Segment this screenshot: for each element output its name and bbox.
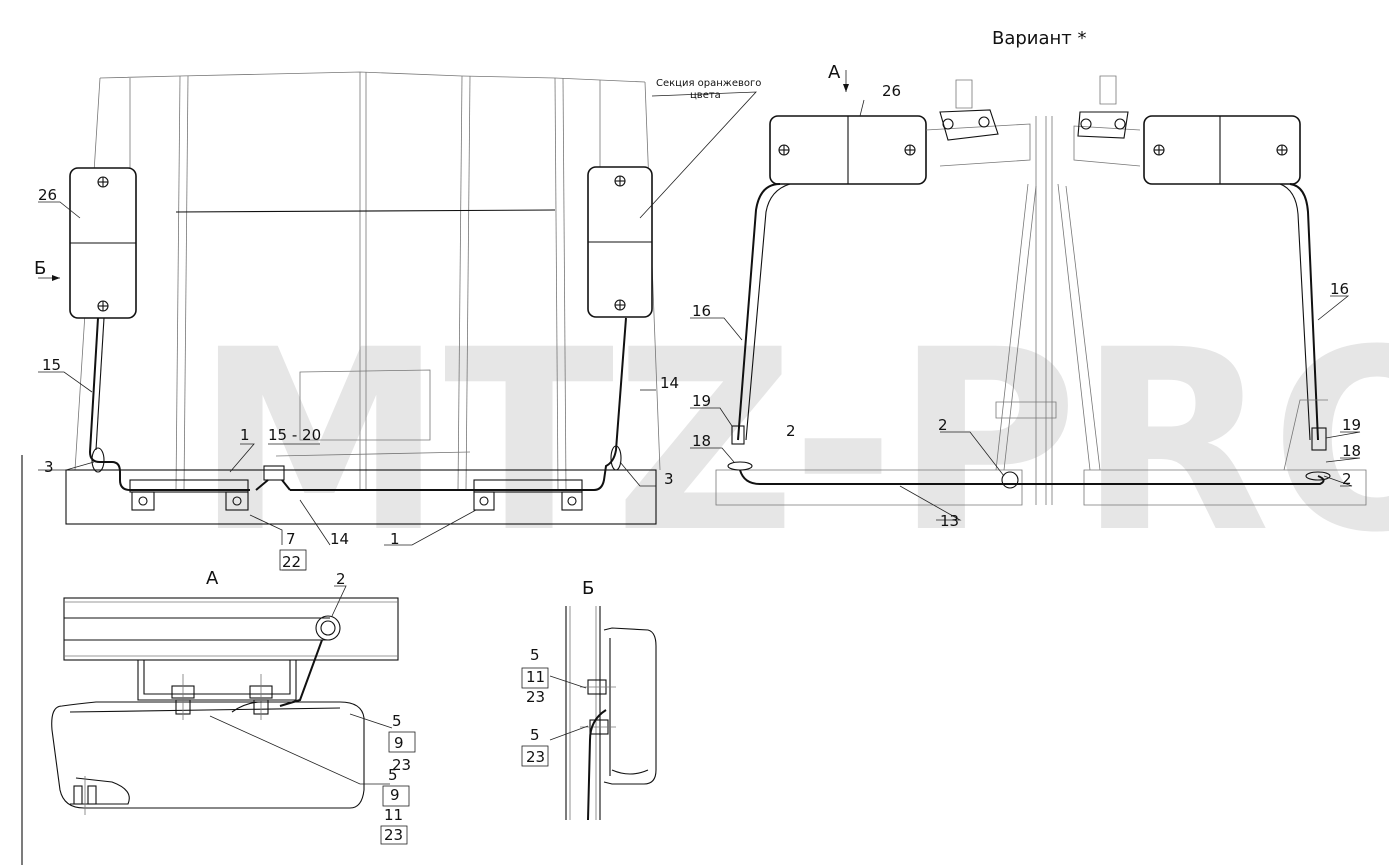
a-callout-11b: 11	[384, 806, 403, 824]
left-lamp	[69, 167, 137, 319]
detail-a	[51, 585, 399, 815]
callout-2-mid1: 2	[786, 422, 796, 440]
view-marker-a: А	[828, 62, 841, 83]
variant-view	[690, 70, 1367, 521]
view-marker-b: Б	[34, 258, 46, 279]
callout-14-bottom: 14	[330, 530, 349, 548]
callout-26-right: 26	[882, 82, 901, 100]
callout-13: 13	[940, 512, 959, 530]
callout-19-right: 19	[1342, 416, 1361, 434]
b-callout-11a: 11	[526, 668, 545, 686]
watermark: MTZ-PRO	[195, 296, 1389, 587]
callout-19-left: 19	[692, 392, 711, 410]
callout-15-20: 15 - 20	[268, 426, 321, 444]
section-note-leader	[639, 91, 757, 219]
b-callout-23a: 23	[526, 688, 545, 706]
bracket-right	[473, 479, 583, 511]
callout-16-left: 16	[692, 302, 711, 320]
callout-3-right: 3	[664, 470, 674, 488]
cable-connector	[255, 465, 291, 491]
bracket-left	[129, 479, 249, 511]
callout-7: 7	[286, 530, 296, 548]
section-note-line2: цвета	[690, 90, 721, 101]
callout-16-right: 16	[1330, 280, 1349, 298]
callout-22: 22	[282, 553, 301, 571]
view-label-a: А	[206, 568, 219, 589]
view-label-b: Б	[582, 578, 594, 599]
b-callout-5a: 5	[530, 646, 540, 664]
b-callout-23b: 23	[526, 748, 545, 766]
callout-3-left: 3	[44, 458, 54, 476]
b-callout-5b: 5	[530, 726, 540, 744]
a-callout-5b: 5	[388, 766, 398, 784]
callout-2-mid2: 2	[938, 416, 948, 434]
a-callout-23b: 23	[384, 826, 403, 844]
callout-2-right: 2	[1342, 470, 1352, 488]
front-view-leaders	[38, 201, 656, 571]
callout-1-bottom: 1	[390, 530, 400, 548]
detail-b	[549, 606, 657, 821]
callout-14-right: 14	[660, 374, 679, 392]
variant-title: Вариант *	[992, 28, 1087, 49]
left-cable	[88, 317, 250, 491]
callout-18-left: 18	[692, 432, 711, 450]
a-callout-2: 2	[336, 570, 346, 588]
a-callout-9a: 9	[394, 734, 404, 752]
right-cable	[290, 317, 627, 491]
callout-1-top: 1	[240, 426, 250, 444]
callout-26-left: 26	[38, 186, 57, 204]
section-note-line1: Секция оранжевого	[656, 78, 761, 89]
a-callout-5a: 5	[392, 712, 402, 730]
callout-18-right: 18	[1342, 442, 1361, 460]
a-callout-9b: 9	[390, 786, 400, 804]
a-callout-23a: 23	[392, 756, 411, 774]
right-lamp	[587, 166, 653, 318]
callout-15: 15	[42, 356, 61, 374]
